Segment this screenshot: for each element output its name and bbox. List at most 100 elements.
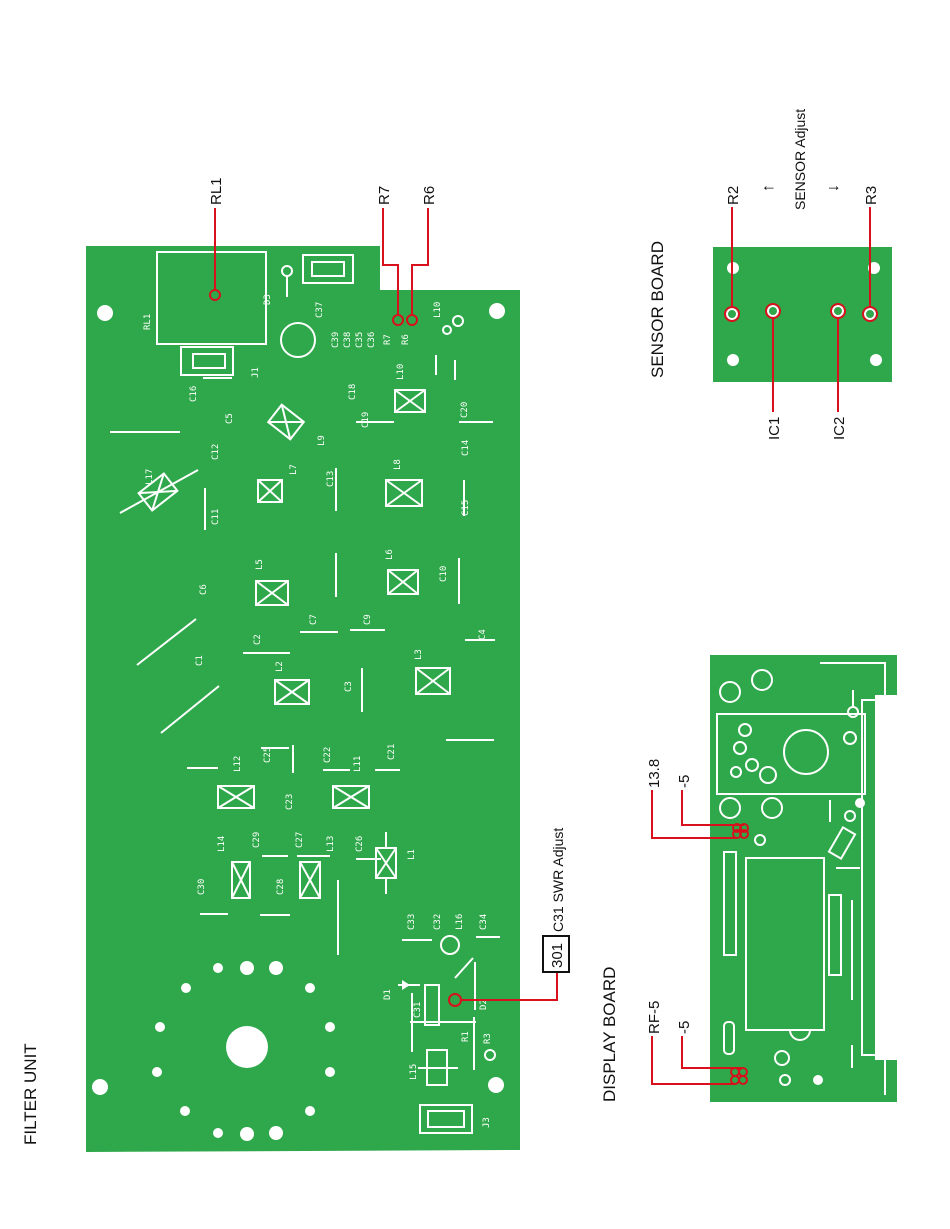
inductor-l1 — [375, 832, 397, 894]
silk-c5: C5 — [225, 413, 235, 424]
silk-rl1: RL1 — [143, 314, 153, 330]
silk-c7: C7 — [309, 614, 319, 625]
inductor-l10 — [394, 389, 426, 413]
c31-code-box — [542, 935, 570, 973]
silk-j3: J3 — [482, 1117, 492, 1128]
silk-l11: L11 — [353, 756, 363, 772]
silk-c28: C28 — [276, 879, 286, 895]
inductor-l12 — [217, 785, 255, 809]
silk-r3: R3 — [483, 1033, 493, 1044]
silk-c27: C27 — [295, 832, 305, 848]
callout-13-8: 13.8 — [646, 759, 663, 788]
silkscreen-labels: RL1 J1 D3 C37 C39 C38 C35 C36 R7 R6 L10 … — [143, 294, 493, 1128]
sensor-arrow-up-icon: ↑ — [760, 184, 777, 192]
silk-l1: L1 — [407, 849, 417, 860]
inductor-l8 — [385, 479, 423, 507]
inductor-l2 — [274, 679, 310, 705]
silk-c21: C21 — [387, 744, 397, 760]
display-board-title: DISPLAY BOARD — [600, 967, 619, 1102]
silk-l17: L17 — [145, 469, 155, 485]
silk-l6: L6 — [385, 549, 395, 560]
silk-c12: C12 — [211, 444, 221, 460]
silk-c9: C9 — [363, 614, 373, 625]
silk-c29: C29 — [252, 832, 262, 848]
silk-l2: L2 — [275, 661, 285, 672]
silk-c36: C36 — [367, 332, 377, 348]
silk-c33: C33 — [407, 914, 417, 930]
silk-c34: C34 — [479, 914, 489, 930]
silk-l10-b: L10 — [396, 364, 406, 380]
sensor-board-title: SENSOR BOARD — [648, 241, 667, 378]
sensor-board — [713, 247, 892, 382]
callout-minus5-top: -5 — [676, 775, 693, 788]
inductor-l9 — [266, 403, 306, 441]
silk-c3: C3 — [344, 681, 354, 692]
callout-r7: R7 — [376, 186, 393, 205]
callout-r3: R3 — [863, 186, 880, 205]
inductor-l7 — [257, 479, 283, 503]
callout-c31-code: 301 — [549, 943, 566, 968]
silk-r1: R1 — [461, 1031, 471, 1042]
silk-c10: C10 — [439, 566, 449, 582]
silk-c38: C38 — [343, 332, 353, 348]
silk-l7: L7 — [289, 464, 299, 475]
silk-c31: C31 — [413, 1002, 423, 1018]
silk-d3: D3 — [263, 294, 273, 305]
silk-c20: C20 — [460, 402, 470, 418]
inductor-l6 — [387, 569, 419, 595]
inductor-l5 — [255, 580, 289, 606]
callout-minus5-bottom: -5 — [676, 1021, 693, 1034]
silk-l5: L5 — [255, 559, 265, 570]
silk-d2: D2 — [479, 999, 489, 1010]
silk-c39: C39 — [331, 332, 341, 348]
silk-c35: C35 — [355, 332, 365, 348]
silk-c1: C1 — [195, 655, 205, 666]
silk-c25: C25 — [263, 747, 273, 763]
display-board — [710, 655, 897, 1102]
inductor-l14 — [231, 861, 251, 899]
callout-rl1: RL1 — [208, 177, 225, 205]
callout-c31-adjust: C31 SWR Adjust — [550, 828, 566, 932]
callout-r2: R2 — [725, 186, 742, 205]
silk-c37: C37 — [315, 302, 325, 318]
callout-sensor-adjust: SENSOR Adjust — [792, 109, 808, 210]
silk-c4: C4 — [478, 629, 488, 640]
silk-l8: L8 — [393, 459, 403, 470]
silk-c26: C26 — [355, 836, 365, 852]
silk-l13: L13 — [326, 836, 336, 852]
silk-c14: C14 — [461, 440, 471, 456]
silk-l16: L16 — [455, 914, 465, 930]
sensor-arrow-down-icon: ↓ — [825, 184, 842, 192]
silk-r7: R7 — [383, 334, 393, 345]
silk-l15: L15 — [409, 1064, 419, 1080]
silk-c16: C16 — [189, 386, 199, 402]
silk-l14: L14 — [217, 836, 227, 852]
silk-c13: C13 — [326, 471, 336, 487]
silk-c6: C6 — [199, 584, 209, 595]
callout-rf-minus5: RF-5 — [646, 1001, 663, 1034]
silk-l12: L12 — [233, 756, 243, 772]
silk-c2: C2 — [253, 634, 263, 645]
filter-unit-callouts: RL1 R7 R6 301 C31 SWR Adjust — [208, 177, 570, 1001]
inductor-l3 — [415, 667, 451, 695]
silk-c23: C23 — [285, 794, 295, 810]
display-board-callouts: 13.8 -5 RF-5 -5 — [646, 759, 744, 1085]
filter-unit-title: FILTER UNIT — [21, 1043, 40, 1145]
silk-l3: L3 — [414, 649, 424, 660]
silk-c19: C19 — [361, 412, 371, 428]
callout-ic1: IC1 — [766, 417, 783, 440]
inductor-l13 — [299, 861, 321, 899]
silk-r6: R6 — [401, 334, 411, 345]
silk-l10: L10 — [433, 302, 443, 318]
callout-r6: R6 — [421, 186, 438, 205]
silk-c22: C22 — [323, 747, 333, 763]
silk-c11: C11 — [211, 509, 221, 525]
sensor-board-callouts: R2 R3 IC1 IC2 SENSOR Adjust ↑ ↓ — [725, 109, 880, 440]
filter-unit-board: RL1 J1 D3 C37 C39 C38 C35 C36 R7 R6 L10 … — [86, 246, 520, 1152]
silk-j1: J1 — [251, 367, 261, 378]
callout-ic2: IC2 — [831, 417, 848, 440]
silk-c18: C18 — [348, 384, 358, 400]
silk-c15: C15 — [461, 500, 471, 516]
silk-c30: C30 — [197, 879, 207, 895]
